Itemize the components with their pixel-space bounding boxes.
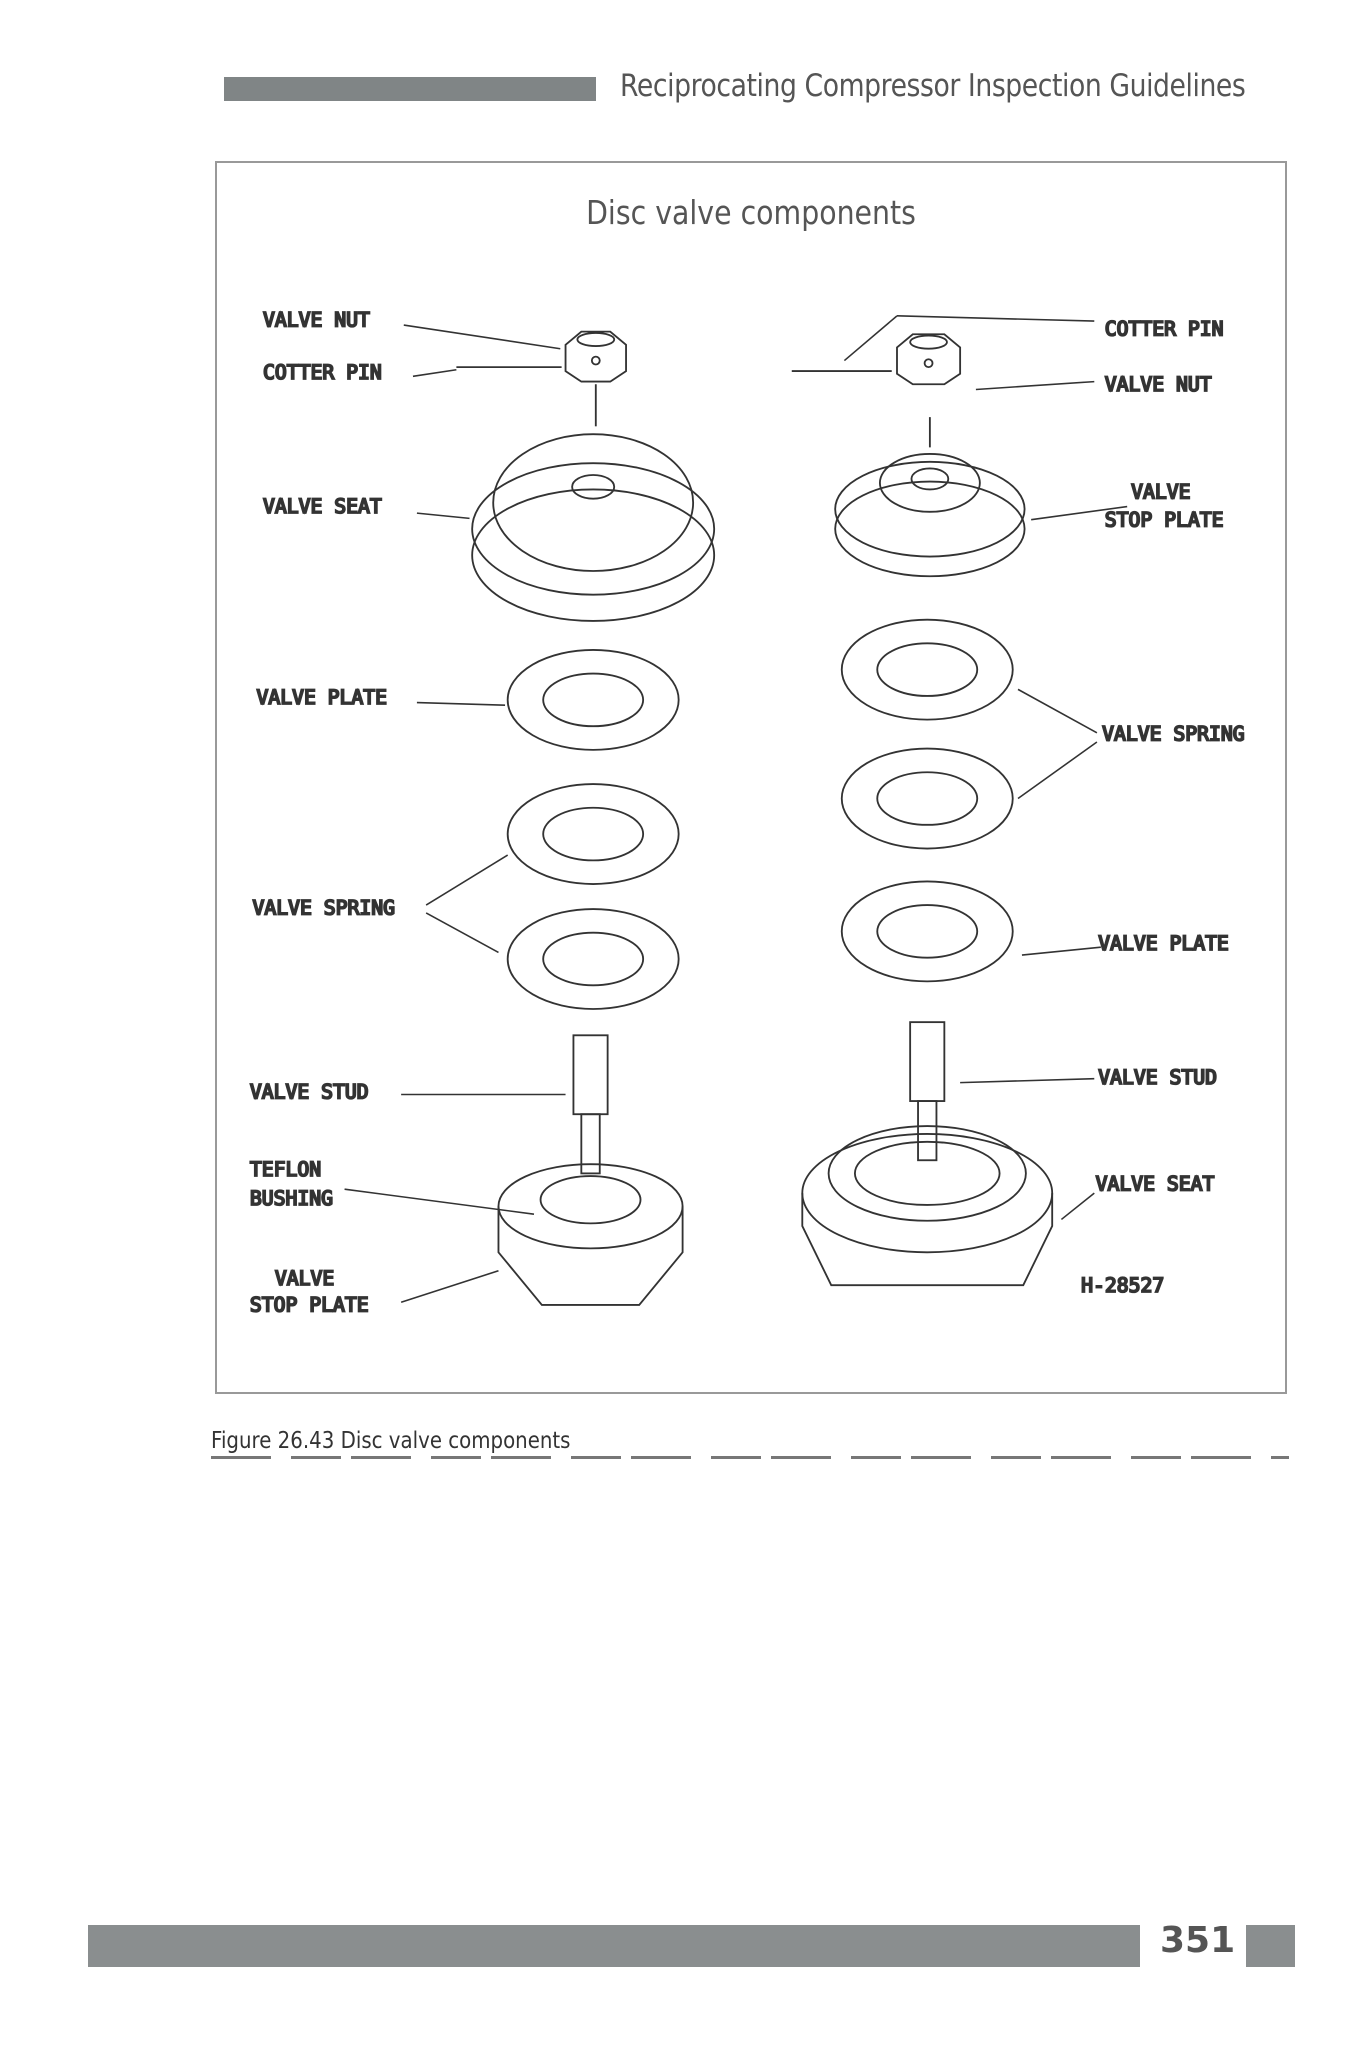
left-valve-spring-2 xyxy=(506,908,680,1010)
label-right-valve-stud: VALVE STUD xyxy=(1098,1066,1217,1089)
label-left-bushing: BUSHING xyxy=(250,1187,333,1210)
label-left-cotter-pin: COTTER PIN xyxy=(263,361,382,384)
figure-title: Disc valve components xyxy=(586,193,916,232)
figure-caption: Figure 26.43 Disc valve components xyxy=(211,1428,571,1454)
disc-valve-diagram: VALVE NUT COTTER PIN VALVE SEAT VALVE PL… xyxy=(249,307,1246,1317)
left-valve-seat xyxy=(471,433,716,622)
label-left-valve-nut: VALVE NUT xyxy=(263,308,370,331)
page-number: 351 xyxy=(1160,1920,1236,1961)
left-valve-nut xyxy=(564,330,627,383)
right-valve-stud xyxy=(909,1021,946,1162)
figure-frame: VALVE NUT COTTER PIN VALVE SEAT VALVE PL… xyxy=(215,161,1287,1394)
footer-bar xyxy=(88,1925,1140,1967)
caption-rule xyxy=(211,1456,1289,1459)
header-bar xyxy=(224,77,596,101)
label-left-valve-seat: VALVE SEAT xyxy=(263,495,382,518)
left-valve-spring-1 xyxy=(506,783,680,885)
left-valve-plate xyxy=(506,648,680,751)
label-left-stop-2: STOP PLATE xyxy=(250,1294,369,1317)
left-stop-plate xyxy=(497,1163,684,1306)
label-right-stop-1: VALVE xyxy=(1131,481,1190,504)
label-right-stop-2: STOP PLATE xyxy=(1105,508,1224,531)
right-valve-seat xyxy=(801,1125,1054,1287)
right-valve-spring-1 xyxy=(840,618,1014,721)
label-right-valve-seat: VALVE SEAT xyxy=(1096,1172,1215,1195)
label-left-valve-spring: VALVE SPRING xyxy=(253,896,395,919)
right-assembly xyxy=(791,333,1054,1287)
label-left-stop-1: VALVE xyxy=(275,1267,334,1290)
label-right-cotter-pin: COTTER PIN xyxy=(1105,318,1224,341)
right-valve-spring-2 xyxy=(840,747,1014,850)
left-assembly xyxy=(456,330,716,1306)
running-header: Reciprocating Compressor Inspection Guid… xyxy=(620,68,1246,104)
right-valve-nut xyxy=(896,333,962,386)
label-right-valve-nut: VALVE NUT xyxy=(1105,373,1212,396)
label-right-valve-spring: VALVE SPRING xyxy=(1102,723,1244,746)
leader-lines xyxy=(344,315,1128,1304)
right-stop-plate xyxy=(834,453,1026,578)
label-right-valve-plate: VALVE PLATE xyxy=(1098,932,1229,955)
left-valve-stud xyxy=(572,1034,609,1175)
label-left-valve-stud: VALVE STUD xyxy=(250,1080,369,1103)
right-valve-plate xyxy=(840,880,1014,983)
drawing-id: H-28527 xyxy=(1081,1274,1164,1297)
footer-square xyxy=(1246,1925,1295,1967)
label-left-valve-plate: VALVE PLATE xyxy=(256,686,387,709)
label-left-teflon: TEFLON xyxy=(250,1158,321,1181)
